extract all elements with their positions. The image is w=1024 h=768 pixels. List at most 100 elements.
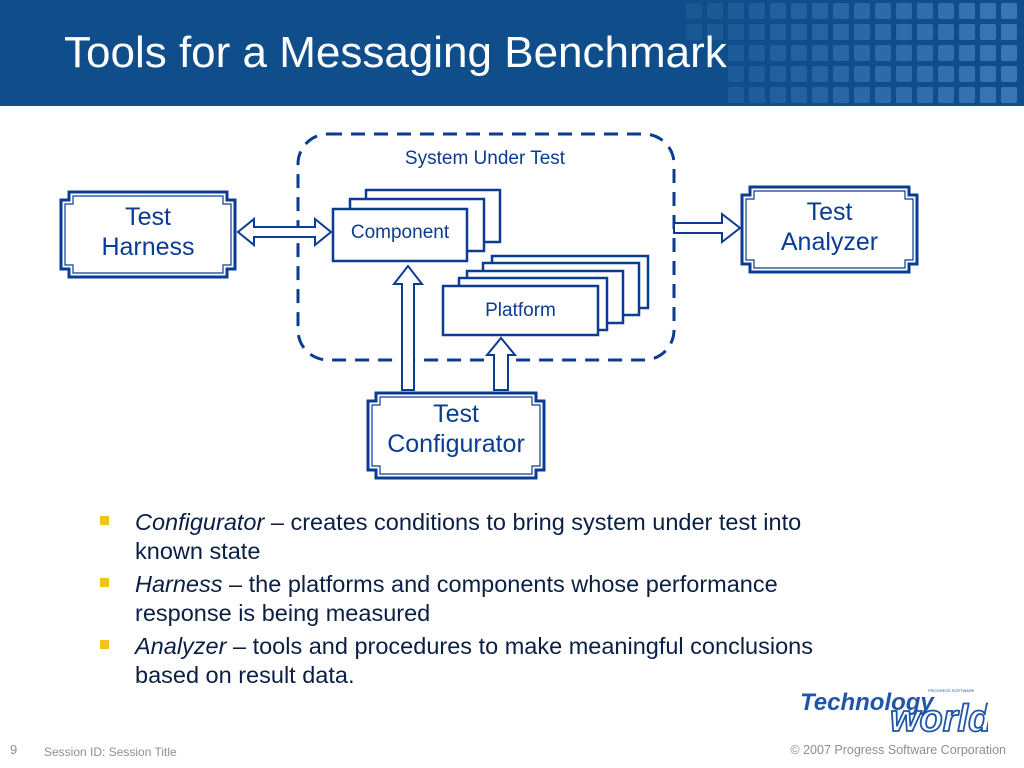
header-square	[707, 3, 723, 19]
header-square	[728, 66, 744, 82]
header-square	[1001, 45, 1017, 61]
bullet-item: Harness – the platforms and components w…	[98, 570, 818, 628]
header-square	[917, 24, 933, 40]
header-square	[791, 3, 807, 19]
header-square	[707, 24, 723, 40]
header-square	[938, 45, 954, 61]
header-square	[749, 87, 765, 103]
header-square	[791, 66, 807, 82]
page-title: Tools for a Messaging Benchmark	[64, 28, 727, 77]
header-square	[875, 24, 891, 40]
system-analyzer-arrow	[673, 211, 742, 245]
header-square	[980, 66, 996, 82]
system-under-test-label: System Under Test	[404, 148, 566, 169]
configurator-platform-arrow	[484, 336, 518, 391]
test-analyzer-label: Test Analyzer	[742, 197, 917, 257]
test-configurator-label: Test Configurator	[368, 399, 544, 459]
component-stack	[331, 188, 502, 263]
header-square	[959, 66, 975, 82]
header-square	[770, 87, 786, 103]
square-bullet-icon	[100, 640, 109, 649]
header-square	[980, 87, 996, 103]
harness-component-arrow	[236, 216, 333, 248]
header-square	[917, 45, 933, 61]
header-square	[1001, 3, 1017, 19]
decorative-square-grid	[0, 0, 1024, 106]
header-square	[791, 45, 807, 61]
header-square	[791, 24, 807, 40]
header-square	[812, 66, 828, 82]
header-square	[875, 45, 891, 61]
header-square	[917, 87, 933, 103]
bullet-list: Configurator – creates conditions to bri…	[98, 508, 818, 694]
logo-svg: Technology PROGRESS SOFTWARE world	[800, 688, 993, 741]
header-square	[812, 45, 828, 61]
header-square	[749, 45, 765, 61]
header-square	[728, 87, 744, 103]
test-analyzer-line1: Test	[806, 198, 853, 226]
benchmark-diagram: .frame { fill: #ffffff; stroke: #0a3d91;…	[0, 106, 1024, 506]
header-square	[896, 66, 912, 82]
header-square	[854, 3, 870, 19]
header-square	[875, 66, 891, 82]
technology-world-logo: Technology PROGRESS SOFTWARE world	[798, 686, 993, 741]
header-square	[791, 87, 807, 103]
header-square	[938, 24, 954, 40]
header-square	[959, 45, 975, 61]
header-square	[812, 87, 828, 103]
header-square	[833, 24, 849, 40]
page-number: 9	[10, 742, 18, 757]
bullet-text: – creates conditions to bring system und…	[135, 509, 802, 564]
bullet-text: – tools and procedures to make meaningfu…	[135, 633, 813, 688]
test-configurator-line2: Configurator	[387, 430, 525, 458]
header-square	[854, 66, 870, 82]
header-square	[875, 87, 891, 103]
logo-world-text: world	[890, 698, 988, 736]
test-analyzer-frame	[740, 185, 919, 274]
test-analyzer-line2: Analyzer	[780, 228, 879, 256]
header-square	[749, 24, 765, 40]
header-square	[812, 3, 828, 19]
header-square	[938, 87, 954, 103]
component-label: Component	[350, 222, 450, 243]
test-configurator-frame	[366, 391, 546, 480]
test-harness-line1: Test	[125, 203, 171, 231]
header-square	[896, 45, 912, 61]
bullet-term: Analyzer	[135, 633, 227, 659]
header-square	[980, 45, 996, 61]
header-square	[875, 3, 891, 19]
header-square	[959, 3, 975, 19]
header-square	[854, 24, 870, 40]
header-square	[1001, 66, 1017, 82]
diagram-svg: .frame { fill: #ffffff; stroke: #0a3d91;…	[59, 132, 919, 480]
bullet-item: Configurator – creates conditions to bri…	[98, 508, 818, 566]
copyright: © 2007 Progress Software Corporation	[790, 743, 1006, 757]
bullet-term: Harness	[135, 571, 223, 597]
test-configurator-line1: Test	[433, 400, 479, 428]
square-bullet-icon	[100, 578, 109, 587]
header-square	[812, 24, 828, 40]
header-square	[980, 24, 996, 40]
header-square	[917, 66, 933, 82]
header-square	[959, 87, 975, 103]
header-square	[938, 3, 954, 19]
system-under-test-boundary	[296, 132, 676, 362]
header-square	[833, 45, 849, 61]
header-square	[938, 66, 954, 82]
header-square	[854, 45, 870, 61]
header-square	[833, 66, 849, 82]
header-square	[728, 3, 744, 19]
test-harness-line2: Harness	[101, 233, 195, 261]
header-square	[1001, 87, 1017, 103]
test-harness-label: Test Harness	[61, 202, 235, 262]
header-square	[770, 24, 786, 40]
bullet-item: Analyzer – tools and procedures to make …	[98, 632, 818, 690]
header-square	[896, 24, 912, 40]
title-bar: Tools for a Messaging Benchmark	[0, 0, 1024, 106]
header-square	[686, 24, 702, 40]
logo-small-text: PROGRESS SOFTWARE	[928, 688, 975, 693]
configurator-component-arrow	[391, 264, 425, 391]
header-square	[749, 3, 765, 19]
header-square	[896, 87, 912, 103]
header-square	[770, 45, 786, 61]
